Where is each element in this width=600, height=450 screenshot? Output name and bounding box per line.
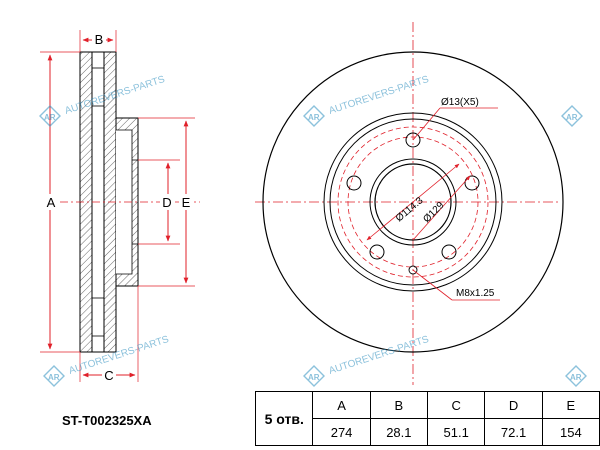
bolt-hole-annotation: Ø13(X5) [441, 97, 479, 108]
svg-text:AUTOREVERS-PARTS: AUTOREVERS-PARTS [328, 74, 431, 117]
value-a: 274 [312, 418, 371, 446]
watermark-logo: AR [561, 105, 583, 127]
label-b: B [95, 32, 104, 47]
pcd-dimension-line [366, 163, 460, 241]
bolt-hole [346, 175, 362, 191]
value-d: 72.1 [484, 418, 543, 446]
pcd-annotation: Ø114.3 [394, 195, 426, 224]
bolt-hole-leader [412, 107, 441, 141]
part-number: ST-T002325XA [62, 413, 152, 428]
cooling-vane-bottom [91, 297, 105, 337]
label-e: E [182, 195, 191, 210]
disc-outer-edge [262, 51, 564, 353]
svg-text:AR: AR [570, 373, 582, 382]
header-c: C [427, 391, 486, 419]
bore-dimension-line [412, 175, 471, 241]
header-a: A [312, 391, 371, 419]
label-d: D [162, 195, 171, 210]
bolt-hole [464, 175, 480, 191]
spec-value-row: 274 28.1 51.1 72.1 154 [256, 418, 600, 446]
header-d: D [484, 391, 543, 419]
svg-text:AUTOREVERS-PARTS: AUTOREVERS-PARTS [328, 334, 431, 377]
spec-header-row: 5 отв. A B C D E [254, 391, 600, 446]
spec-table: 5 отв. A B C D E 274 28.1 51.1 72.1 154 [254, 391, 600, 446]
hat-dashed-outline [337, 126, 489, 278]
bolt-circle [347, 136, 479, 268]
threaded-hole [408, 265, 418, 275]
watermark-logo: AR [565, 365, 587, 387]
watermark-logo: AR [43, 365, 65, 387]
svg-text:AR: AR [308, 373, 320, 382]
holes-count: 5 отв. [254, 391, 314, 446]
thread-annotation: M8x1.25 [456, 288, 495, 299]
bolt-hole [405, 132, 421, 148]
front-view: Ø13(X5) Ø114.3 Ø129 M8x1.25 [255, 22, 564, 385]
header-e: E [541, 391, 600, 419]
friction-inner-edge [323, 112, 503, 292]
header-b: B [369, 391, 429, 419]
hat-outer-edge [329, 118, 497, 286]
value-b: 28.1 [369, 418, 429, 446]
bolt-hole [441, 244, 457, 260]
value-c: 51.1 [427, 418, 486, 446]
watermark-logo: AR [303, 365, 325, 387]
label-a: A [47, 195, 56, 210]
side-view: A B C D E [40, 30, 200, 383]
thread-leader [412, 269, 453, 301]
bolt-hole [369, 244, 385, 260]
cooling-vane-top [91, 67, 105, 107]
svg-text:AR: AR [308, 113, 320, 122]
svg-text:AR: AR [566, 113, 578, 122]
label-c: C [104, 368, 113, 383]
svg-text:AR: AR [44, 113, 56, 122]
watermark-logo: AR [39, 105, 61, 127]
watermark-logo: AR [303, 105, 325, 127]
value-e: 154 [541, 418, 600, 446]
svg-text:AR: AR [48, 373, 60, 382]
